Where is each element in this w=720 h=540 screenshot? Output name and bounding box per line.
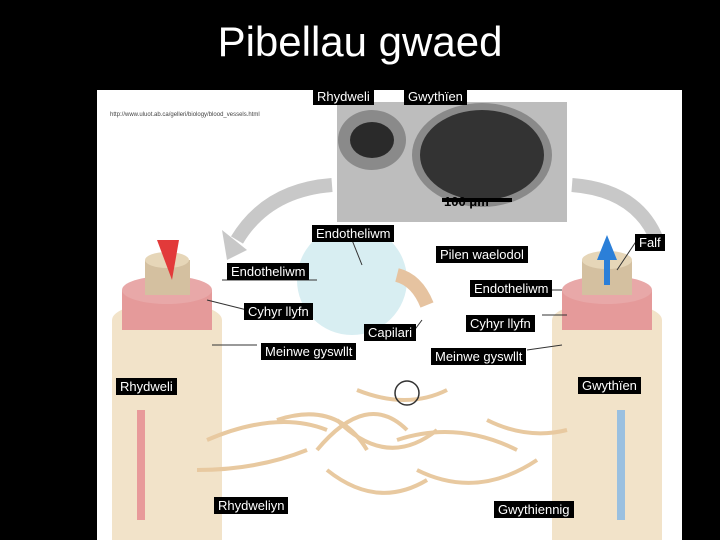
label-connective-tissue-left: Meinwe gyswllt — [261, 343, 357, 360]
source-url: http://www.uluot.ab.ca/gelleri/biology/b… — [110, 112, 260, 118]
label-basement-membrane: Pilen waelodol — [436, 246, 528, 263]
blood-vessel-illustration — [112, 102, 664, 540]
label-endothelium-left: Endotheliwm — [227, 263, 310, 280]
capillary-section — [297, 225, 434, 335]
label-artery-top: Rhydweli — [313, 88, 374, 105]
vein-right — [552, 235, 662, 540]
slide-title: Pibellau gwaed — [217, 18, 503, 65]
micrograph — [337, 102, 567, 222]
label-artery-left: Rhydweli — [116, 378, 177, 395]
label-arteriole: Rhydweliyn — [214, 497, 289, 514]
label-smooth-muscle-right: Cyhyr llyfn — [466, 315, 535, 332]
label-capillary: Capilari — [364, 324, 417, 341]
right-pointer-arrow — [571, 178, 664, 243]
label-smooth-muscle-left: Cyhyr llyfn — [244, 303, 313, 320]
label-valve: Falf — [635, 234, 665, 251]
label-vein-right: Gwythïen — [578, 377, 641, 394]
scale-bar-label: 100 μm — [444, 194, 489, 209]
label-endothelium-right: Endotheliwm — [470, 280, 553, 297]
label-endothelium-center: Endotheliwm — [312, 225, 395, 242]
label-vein-top: Gwythïen — [404, 88, 467, 105]
artery-left — [112, 240, 222, 540]
label-connective-tissue-right: Meinwe gyswllt — [431, 348, 527, 365]
capillary-bed — [196, 388, 568, 495]
left-pointer-arrow — [230, 178, 333, 244]
label-venule: Gwythiennig — [494, 501, 574, 518]
